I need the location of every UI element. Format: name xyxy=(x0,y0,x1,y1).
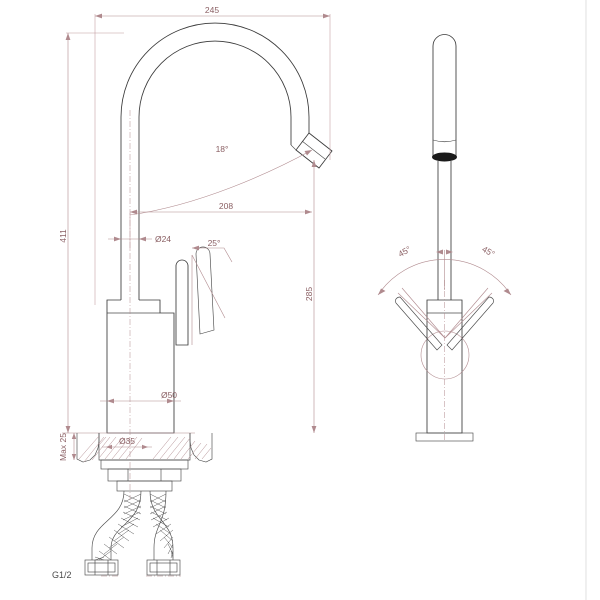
label-inlet-thread: G1/2 xyxy=(52,570,72,580)
angle-label-45-right: 45° xyxy=(480,244,496,259)
aerator-outlet xyxy=(432,152,457,162)
angle-label-18: 18° xyxy=(216,144,229,154)
dimension-label-dia24: Ø24 xyxy=(155,234,171,244)
dimension-overall-width: 245 xyxy=(94,5,331,305)
hose-braid-right xyxy=(149,493,174,559)
swivel-arms xyxy=(395,287,494,351)
dimension-max-deck-thickness: Max 25 xyxy=(58,433,77,461)
side-spout-column xyxy=(432,34,457,300)
dimension-label-411: 411 xyxy=(58,229,68,243)
dimension-spout-reach: 208 xyxy=(129,201,312,250)
section-hatching xyxy=(78,435,212,463)
counter-deck xyxy=(62,432,213,463)
side-elevation-view: 45° 45° xyxy=(377,34,512,442)
faucet-body xyxy=(106,299,175,434)
dimension-label-285: 285 xyxy=(304,287,314,301)
dimension-body-diameter: Ø50 xyxy=(100,390,181,404)
dimension-label-208: 208 xyxy=(219,201,233,211)
angle-spout-tilt: 18° xyxy=(129,144,313,216)
dimension-spout-height: 285 xyxy=(304,160,317,433)
handle-lever xyxy=(175,246,215,346)
dimension-label-245: 245 xyxy=(205,5,219,15)
angle-handle-lift: 25° xyxy=(191,238,233,345)
dimension-overall-height: 411 xyxy=(58,32,124,433)
dimension-label-g12: G1/2 xyxy=(52,570,72,580)
center-lines xyxy=(101,110,181,577)
angle-label-45-left: 45° xyxy=(396,244,412,259)
angle-label-25: 25° xyxy=(208,238,221,248)
hose-braid-left xyxy=(94,493,142,561)
spout-tip xyxy=(290,132,333,169)
dimension-label-max25: Max 25 xyxy=(58,433,68,461)
front-elevation-view: 245 411 208 xyxy=(52,5,333,580)
dimension-label-dia35: Ø35 xyxy=(119,436,135,446)
dimension-label-dia50: Ø50 xyxy=(161,390,177,400)
inlet-connectors xyxy=(84,559,181,576)
angle-swivel-arc: 45° 45° xyxy=(377,244,512,296)
spout-gooseneck xyxy=(120,22,310,300)
dimension-hole-diameter: Ø35 xyxy=(102,436,152,450)
dimension-tube-diameter: Ø24 xyxy=(108,234,171,244)
flexible-hoses xyxy=(91,490,174,561)
mounting-assembly xyxy=(100,459,189,492)
side-handle-circle xyxy=(420,330,470,380)
